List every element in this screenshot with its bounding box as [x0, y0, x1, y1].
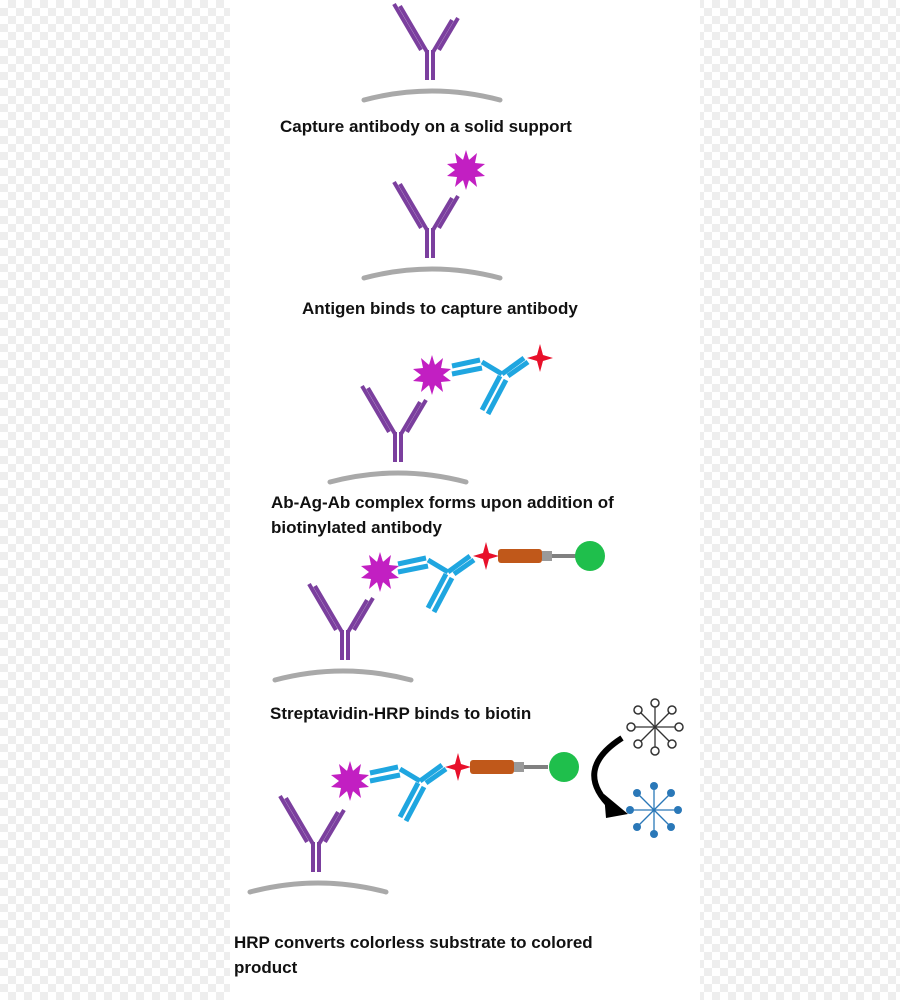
step-1-figure: [364, 2, 500, 100]
biotin: [445, 753, 471, 781]
biotin: [473, 542, 499, 570]
step-5-figure: [250, 698, 684, 892]
capture-antibody: [392, 180, 460, 260]
hrp-enzyme: [549, 752, 579, 782]
reaction-arrow: [591, 735, 628, 818]
colorless-substrate: [626, 698, 684, 756]
hrp-enzyme: [575, 541, 605, 571]
detection-antibody: [370, 765, 446, 821]
capture-antibody: [307, 582, 375, 662]
step-4-figure: [275, 541, 605, 680]
detection-antibody: [452, 358, 528, 414]
streptavidin: [468, 758, 550, 776]
step-3-figure: [330, 344, 553, 482]
antigen: [331, 761, 369, 801]
step-4-caption: Streptavidin-HRP binds to biotin: [270, 704, 532, 723]
streptavidin: [496, 547, 578, 565]
detection-antibody: [398, 556, 474, 612]
capture-antibody: [360, 384, 428, 464]
step-1-caption: Capture antibody on a solid support: [280, 117, 572, 136]
step-5-caption: HRP converts colorless substrate to colo…: [234, 933, 593, 977]
step-2-caption: Antigen binds to capture antibody: [302, 299, 578, 318]
antigen: [447, 150, 485, 190]
antigen: [413, 355, 451, 395]
solid-support: [250, 883, 386, 892]
capture-antibody: [392, 2, 460, 82]
step-2-figure: [364, 150, 500, 278]
solid-support: [275, 671, 411, 680]
colored-product: [626, 782, 682, 838]
antigen: [361, 552, 399, 592]
step-3-caption: Ab-Ag-Ab complex forms upon addition of …: [271, 493, 614, 537]
solid-support: [330, 473, 466, 482]
capture-antibody: [278, 794, 346, 874]
solid-support: [364, 269, 500, 278]
biotin: [527, 344, 553, 372]
solid-support: [364, 91, 500, 100]
